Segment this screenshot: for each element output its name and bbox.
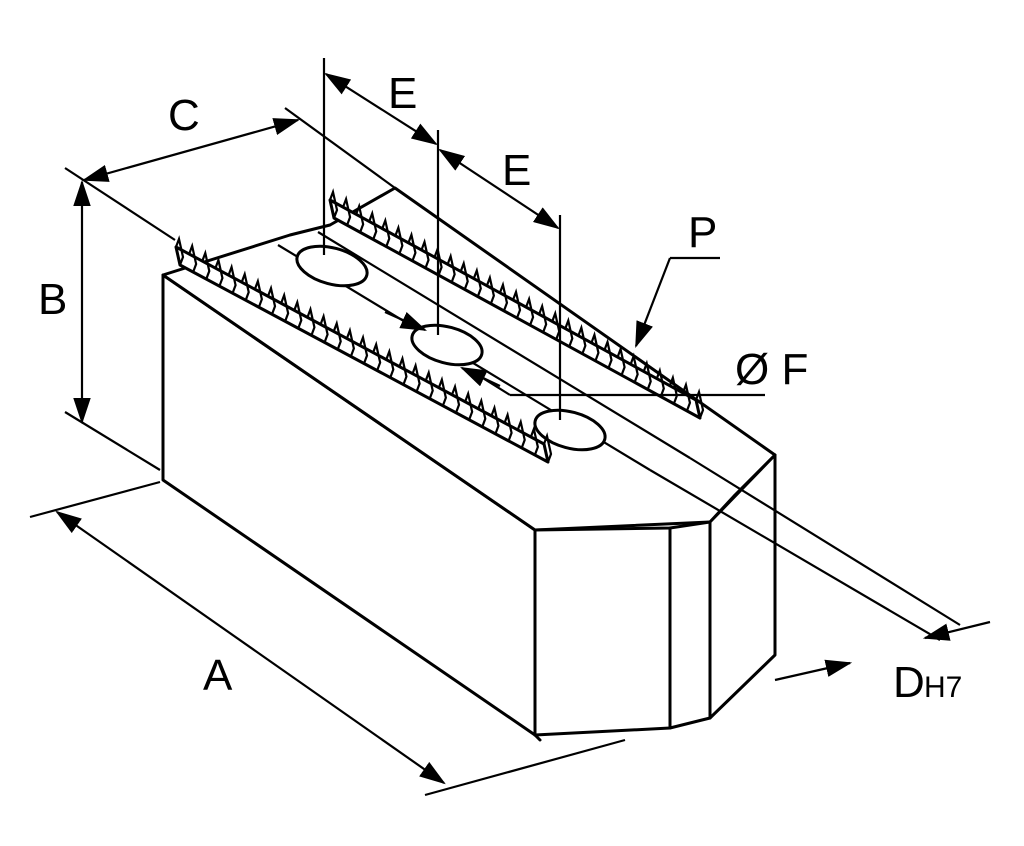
serration-strip-front [174, 235, 553, 464]
dimension-b [64, 167, 176, 471]
leader-p [634, 256, 720, 349]
label-p: P [688, 208, 717, 257]
label-e-second: E [502, 146, 531, 195]
serration-strip-back [328, 188, 705, 420]
label-e-first: E [388, 69, 417, 118]
dimension-d [649, 457, 991, 682]
label-f: Ø F [735, 345, 808, 394]
dimension-a [29, 480, 626, 797]
mounting-holes [295, 244, 607, 452]
label-c: C [168, 91, 200, 140]
label-b: B [38, 275, 67, 324]
dimension-f [384, 310, 765, 397]
label-a: A [203, 651, 233, 700]
label-d: D [893, 658, 925, 707]
dimension-c [81, 107, 396, 189]
label-d-tolerance: H7 [924, 671, 962, 704]
dimension-e [322, 58, 562, 420]
jaw-body [161, 186, 777, 742]
